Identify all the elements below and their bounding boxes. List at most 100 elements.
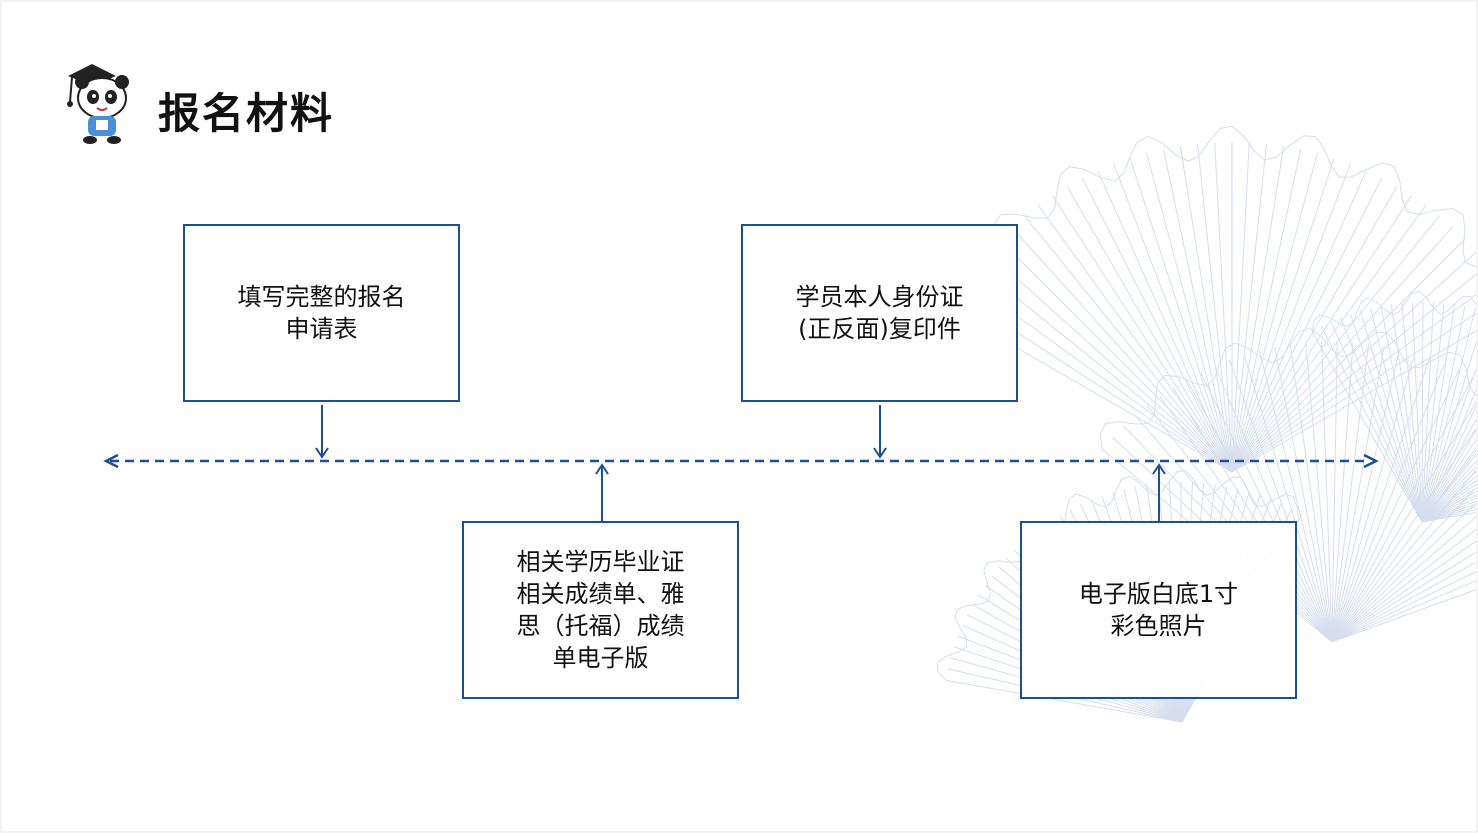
leaf-vein bbox=[1331, 344, 1370, 643]
leaf-vein bbox=[1421, 301, 1424, 523]
leaf-vein bbox=[1401, 302, 1423, 523]
leaf-vein bbox=[1305, 343, 1333, 643]
leaf-vein bbox=[1231, 145, 1285, 473]
leaf-vein bbox=[1421, 308, 1476, 523]
leaf-edge bbox=[940, 125, 1476, 308]
leaf-vein bbox=[1421, 306, 1466, 523]
leaf-vein bbox=[1331, 363, 1445, 643]
leaf-vein bbox=[1331, 551, 1476, 643]
leaf-vein bbox=[945, 679, 1183, 723]
leaf-vein bbox=[1186, 379, 1333, 643]
material-box-application-form: 填写完整的报名 申请表 bbox=[183, 224, 460, 402]
leaf-vein bbox=[1172, 387, 1333, 643]
leaf-vein bbox=[1421, 506, 1476, 523]
leaf-vein bbox=[1421, 483, 1476, 523]
leaf-vein bbox=[1231, 251, 1476, 473]
leaf-vein bbox=[1380, 305, 1423, 523]
page-title: 报名材料 bbox=[158, 89, 335, 138]
leaf-vein bbox=[1421, 429, 1476, 523]
material-box-id-card: 学员本人身份证 (正反面)复印件 bbox=[741, 224, 1018, 402]
leaf-vein bbox=[1274, 347, 1333, 643]
leaf-vein bbox=[1200, 372, 1333, 643]
leaf-vein bbox=[1231, 149, 1302, 473]
material-label: 学员本人身份证 (正反面)复印件 bbox=[795, 283, 964, 343]
leaf-vein bbox=[1331, 589, 1476, 643]
leaf-vein bbox=[1421, 302, 1435, 523]
leaf-vein bbox=[1331, 342, 1354, 643]
leaf-vein bbox=[1331, 486, 1476, 643]
leaf-vein bbox=[1340, 317, 1423, 523]
leaf-vein bbox=[1197, 143, 1233, 473]
timeline-right-arrowhead bbox=[1363, 453, 1379, 469]
leaf-vein bbox=[1331, 427, 1476, 643]
leaf-vein bbox=[1258, 350, 1333, 643]
leaf-vein bbox=[1231, 170, 1367, 473]
leaf-vein bbox=[1010, 226, 1233, 473]
leaf-vein bbox=[1231, 294, 1476, 473]
leaf-vein bbox=[1421, 511, 1476, 523]
leaf-vein bbox=[1421, 303, 1445, 523]
leaf-vein bbox=[1146, 153, 1233, 473]
leaf-vein bbox=[1214, 365, 1333, 643]
leaf-vein bbox=[1320, 326, 1423, 523]
leaf-vein bbox=[1421, 368, 1476, 523]
leaf-vein bbox=[1214, 142, 1233, 473]
leaf-vein bbox=[1421, 438, 1476, 523]
leaf-vein bbox=[1421, 491, 1476, 523]
leaf-vein bbox=[1231, 185, 1398, 473]
leaf-vein bbox=[1289, 344, 1333, 643]
leaf-vein bbox=[1159, 395, 1333, 643]
leaf-vein bbox=[1421, 494, 1476, 523]
leaf-vein bbox=[1421, 475, 1476, 523]
leaf-vein bbox=[1228, 359, 1333, 643]
leaf-vein bbox=[1331, 349, 1400, 643]
leaf-vein bbox=[1421, 388, 1476, 523]
leaf-vein bbox=[1421, 405, 1476, 523]
leaf-vein bbox=[1243, 354, 1333, 643]
leaf-vein bbox=[1331, 561, 1476, 643]
leaf-vein bbox=[1179, 145, 1233, 473]
leaf-vein bbox=[1037, 204, 1233, 473]
leaf-vein bbox=[1331, 502, 1476, 643]
leaf-vein bbox=[1231, 194, 1413, 473]
leaf-vein bbox=[1421, 487, 1476, 523]
material-label: 电子版白底1寸 彩色照片 bbox=[1078, 580, 1239, 640]
leaf-vein bbox=[1331, 376, 1474, 643]
leaf-vein bbox=[1421, 500, 1476, 523]
leaf-vein bbox=[1162, 149, 1233, 473]
leaf-vein bbox=[1331, 540, 1476, 643]
leaf-vein bbox=[1421, 497, 1476, 523]
leaf-vein bbox=[1023, 215, 1233, 473]
leaf-vein bbox=[998, 238, 1233, 473]
leaf-vein bbox=[1331, 342, 1338, 643]
timeline-left-arrowhead bbox=[103, 453, 119, 469]
leaf-vein bbox=[1331, 516, 1476, 643]
leaf-vein bbox=[1390, 304, 1423, 523]
leaf-edge bbox=[1099, 327, 1476, 450]
leaf-vein bbox=[986, 250, 1233, 473]
leaf-vein bbox=[1129, 157, 1233, 473]
leaf-vein bbox=[1421, 509, 1476, 523]
leaf-vein bbox=[1231, 312, 1476, 473]
leaf-vein bbox=[1421, 470, 1476, 523]
leaf-vein bbox=[1421, 418, 1476, 523]
leaf-vein bbox=[1231, 143, 1267, 473]
leaf-vein bbox=[1231, 204, 1427, 473]
leaf-vein bbox=[1330, 321, 1423, 523]
leaf-vein bbox=[1231, 226, 1454, 473]
leaf-vein bbox=[1231, 157, 1335, 473]
leaf-vein bbox=[1359, 310, 1423, 523]
panda-mascot-logo bbox=[67, 64, 129, 144]
leaf-vein bbox=[1231, 142, 1250, 473]
leaf-vein bbox=[1331, 528, 1476, 643]
leaf-vein bbox=[1231, 153, 1318, 473]
leaf-vein bbox=[1421, 460, 1476, 523]
leaf-vein bbox=[1231, 330, 1476, 473]
leaf-vein bbox=[1421, 304, 1456, 523]
leaf-vein bbox=[1331, 346, 1385, 643]
leaf-vein bbox=[1231, 177, 1383, 473]
leaf-vein bbox=[1113, 163, 1233, 473]
leaf-vein bbox=[1321, 342, 1333, 643]
